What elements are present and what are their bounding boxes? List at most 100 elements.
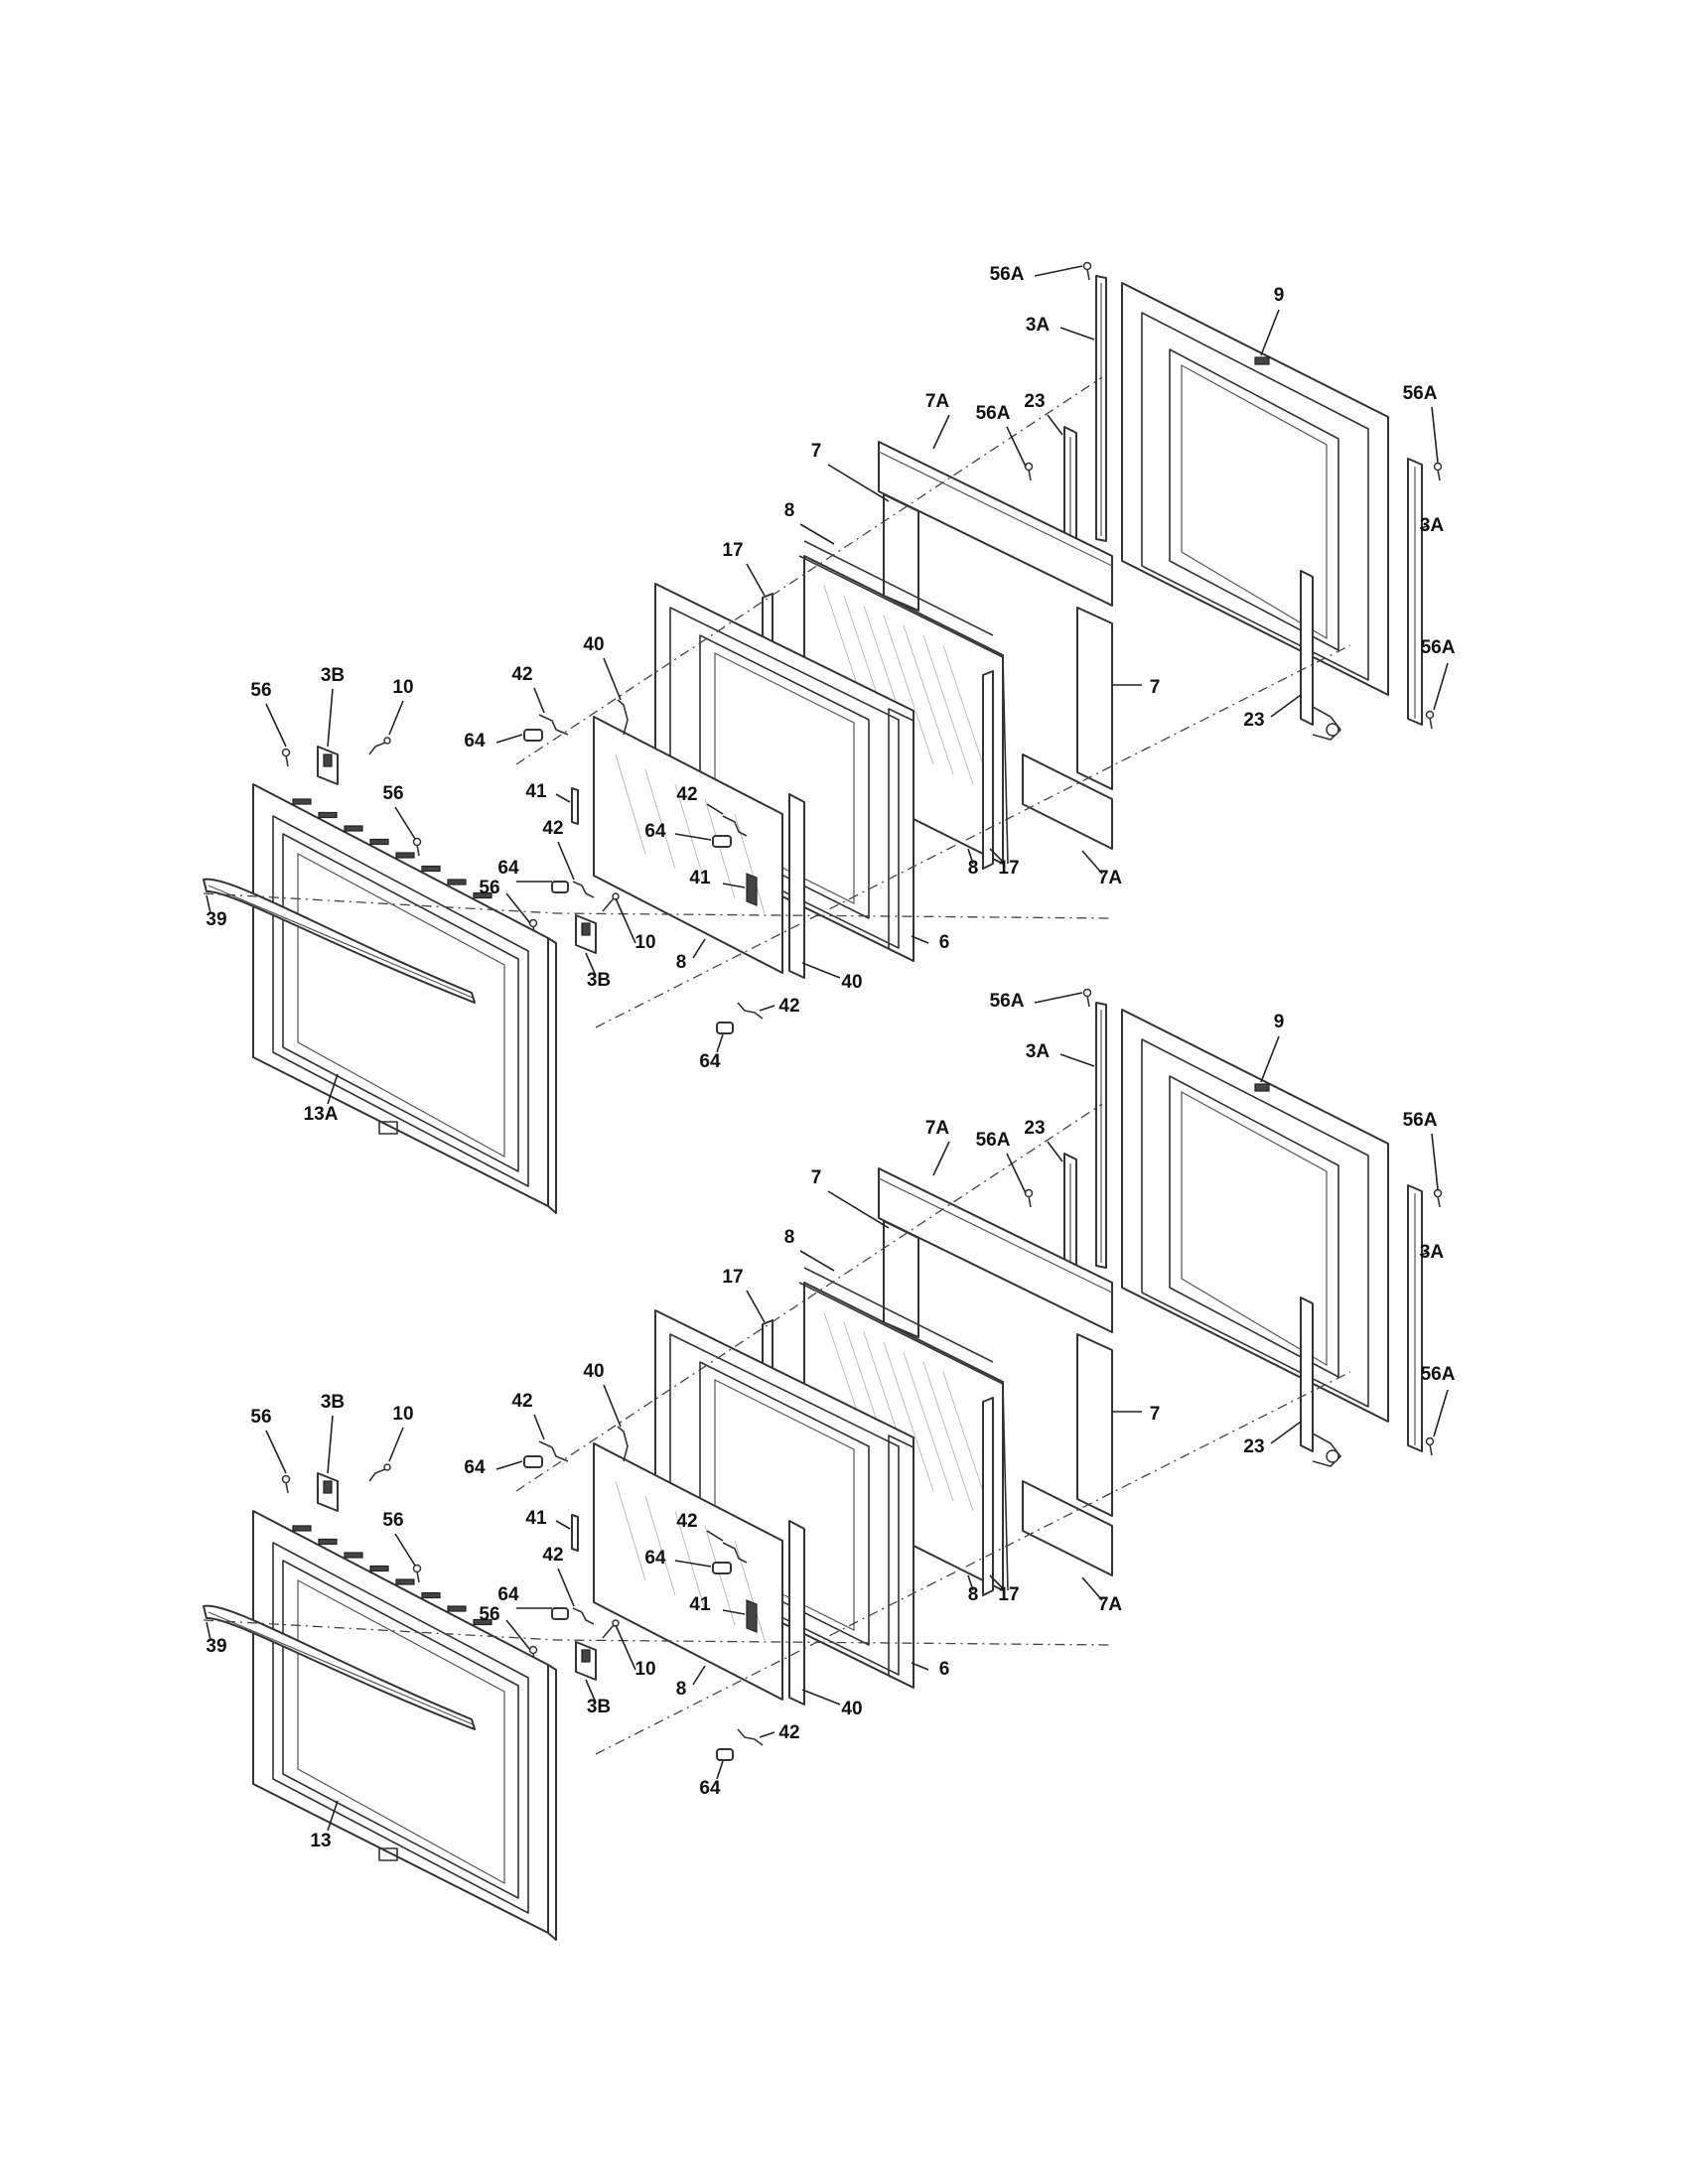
callout-label: 64	[497, 858, 519, 879]
insulation-board-top	[878, 1167, 1113, 1333]
leader-line	[1433, 1389, 1449, 1437]
glass-panel-rear-shading	[883, 614, 934, 765]
glass-panel-front-shading	[644, 768, 676, 870]
callout-label: 10	[392, 677, 413, 698]
leader-line	[759, 1005, 775, 1012]
glass-panel-rear-shading	[903, 1351, 954, 1502]
callout-label: 7	[1150, 1404, 1161, 1425]
callout-label: 3B	[321, 1392, 345, 1413]
glass-channel-right	[982, 1397, 994, 1596]
vent-slot	[421, 865, 441, 873]
leader-line	[746, 1290, 766, 1323]
callout-label: 56A	[1421, 637, 1456, 658]
leader-line	[585, 952, 597, 977]
callout-label: 40	[841, 972, 862, 993]
callout-label: 7	[811, 1167, 822, 1188]
screw-head	[1425, 710, 1435, 720]
callout-label: 7A	[925, 391, 950, 412]
bumper-a	[523, 729, 543, 742]
vent-slot	[344, 1552, 363, 1559]
liner-window-opening	[1169, 348, 1339, 651]
liner-inner-edge	[1141, 1038, 1369, 1408]
callout-label: 64	[464, 731, 486, 751]
glass-panel-rear-shading	[903, 624, 954, 775]
leader-line	[388, 1427, 404, 1462]
insulation-block-left	[883, 493, 919, 612]
callout-label: 56A	[990, 991, 1025, 1012]
callout-label: 7	[811, 441, 822, 462]
frame-window	[699, 1361, 870, 1646]
leader-line	[533, 687, 545, 714]
callout-label: 42	[676, 784, 697, 805]
end-cap-bottom-slot	[581, 1649, 591, 1663]
callout-label: 3B	[587, 1697, 611, 1717]
callout-label: 56	[382, 1510, 403, 1531]
leader-line	[265, 1430, 287, 1474]
leader-line	[967, 848, 974, 865]
screw-shank	[1028, 469, 1032, 481]
callout-label: 56	[382, 783, 403, 804]
bumper-d	[716, 1022, 734, 1034]
vent-slot	[473, 891, 492, 899]
leader-line	[1270, 694, 1302, 718]
leader-line	[265, 703, 287, 748]
outer-door-side	[547, 1664, 557, 1941]
callout-label: 8	[676, 1679, 687, 1700]
insulation-board-top-edge	[878, 451, 1113, 567]
screw-56A-low	[1425, 710, 1435, 730]
callout-label: 9	[1274, 1012, 1285, 1032]
callout-label: 56A	[1403, 1110, 1438, 1131]
hinge-right-arm	[1312, 1433, 1341, 1467]
leader-line	[706, 803, 724, 815]
callout-label: 7A	[1098, 1594, 1123, 1615]
insulation-block-right	[1076, 607, 1113, 790]
leader-line	[759, 1731, 775, 1738]
retaining-clip-c	[572, 1607, 595, 1625]
bumper-b	[712, 1562, 732, 1574]
glass-panel-front-shading	[674, 783, 706, 885]
leader-line	[603, 657, 622, 701]
screw-head	[1082, 261, 1092, 271]
callout-label: 23	[1243, 1436, 1264, 1457]
leader-line	[1006, 1153, 1027, 1194]
callout-label: 56	[250, 680, 271, 701]
screw-head	[281, 748, 291, 757]
callout-label: 23	[1243, 710, 1264, 731]
leader-line	[1006, 426, 1027, 468]
leader-line	[1047, 1141, 1063, 1162]
screw-56A-top	[1082, 988, 1092, 1008]
hinge-right-pivot	[1326, 723, 1339, 737]
leader-line	[557, 841, 575, 881]
leader-line	[692, 1665, 706, 1686]
callout-label: 64	[699, 1051, 721, 1072]
leader-line	[206, 894, 211, 914]
screw-head	[412, 1564, 422, 1573]
callout-label: 56	[479, 1604, 499, 1625]
screw-10-top-head	[383, 737, 391, 745]
outer-door-side	[547, 937, 557, 1214]
leader-line	[1433, 662, 1449, 711]
callout-label: 10	[634, 932, 655, 953]
callout-label: 40	[841, 1699, 862, 1719]
outer-door-panel-13	[252, 1510, 557, 1941]
callout-label: 3A	[1026, 315, 1051, 336]
callout-label: 64	[497, 1584, 519, 1605]
screw-56A-mid	[1024, 462, 1034, 481]
screw-56A-low	[1425, 1436, 1435, 1456]
bumper-a	[523, 1455, 543, 1468]
leader-line	[388, 700, 404, 736]
callout-label: 10	[634, 1659, 655, 1680]
leader-line	[555, 1520, 571, 1530]
callout-label: 64	[644, 1548, 666, 1569]
screw-shank	[285, 1481, 289, 1494]
callout-label: 17	[998, 1584, 1019, 1605]
screw-56A-right	[1433, 462, 1443, 481]
leader-line	[394, 1533, 416, 1567]
retaining-clip-a	[538, 714, 569, 736]
leader-line	[495, 1460, 523, 1470]
screw-head	[528, 1645, 538, 1655]
leader-line	[989, 848, 1006, 865]
end-cap-bottom-slot	[581, 922, 591, 936]
liner-clip	[1254, 356, 1270, 365]
